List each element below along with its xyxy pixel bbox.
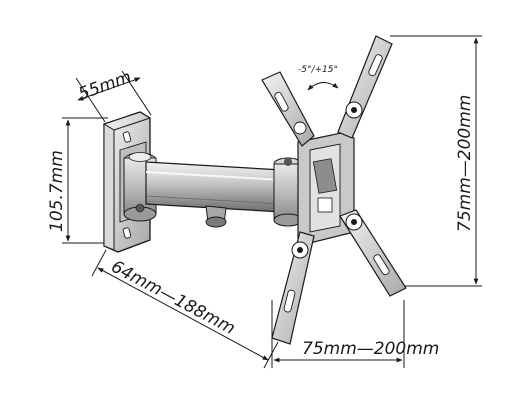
vesa-arm-top-left (261, 71, 315, 147)
vesa-horizontal-label: 75mm—200mm (302, 339, 439, 359)
tilt-range-label: -5°/+15° (298, 65, 338, 75)
vesa-arm-bottom-left (271, 231, 315, 345)
plate-height-label: 105.7mm (47, 150, 67, 232)
dimension-vesa-horizontal: 75mm—200mm (271, 300, 439, 368)
dimension-vesa-vertical: 75mm—200mm (390, 35, 482, 287)
extension-arm (145, 161, 283, 228)
dimension-arm-extension: 64mm—188mm (91, 249, 279, 369)
vesa-arm-top-right (337, 35, 393, 139)
plate-width-label: 55mm (76, 67, 134, 105)
tilt-indicator: -5°/+15° (298, 65, 339, 91)
vesa-vertical-label: 75mm—200mm (455, 95, 475, 232)
arm-extension-label: 64mm—188mm (108, 257, 239, 339)
vesa-center-plate (297, 131, 355, 245)
vesa-arm-bottom-right (339, 209, 407, 297)
dimension-plate-height: 105.7mm (47, 117, 108, 244)
